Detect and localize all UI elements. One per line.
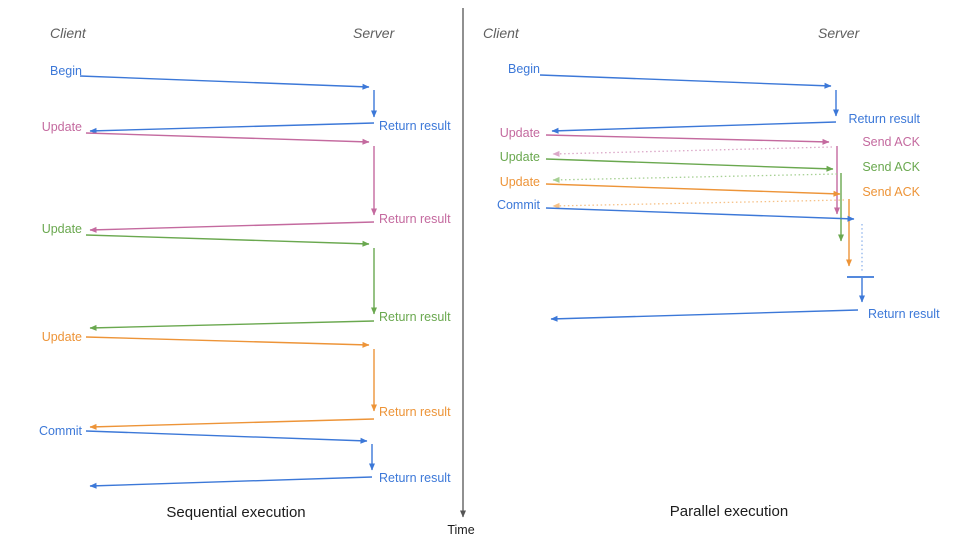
par-begin-return-arrow (551, 121, 837, 134)
seq-begin-request-arrow (79, 75, 370, 90)
par-begin-request-arrow (539, 74, 832, 89)
seq-begin-return-arrow (89, 122, 375, 134)
seq-begin-label: Begin (50, 64, 82, 78)
par-client-header: Client (483, 25, 519, 41)
seq-title: Sequential execution (166, 504, 306, 521)
par-commit-request-arrow (545, 207, 855, 222)
seq-server-header: Server (353, 25, 395, 41)
seq-update3-label: Update (41, 330, 82, 344)
seq-client-header: Client (50, 25, 86, 41)
par-update3-label: Update (499, 175, 540, 189)
par-commit-return-arrow (550, 309, 859, 322)
time-axis-label: Time (447, 523, 475, 537)
par-commit-label: Commit (496, 198, 540, 212)
seq-update3-request-arrow (85, 336, 370, 348)
seq-update2-request-arrow (85, 234, 370, 247)
par-server-header: Server (818, 25, 860, 41)
seq-commit-response-label: Return result (379, 471, 451, 485)
seq-update1-label: Update (41, 120, 82, 134)
par-begin-label: Begin (508, 62, 540, 76)
par-update2-label: Update (499, 150, 540, 164)
seq-commit-label: Commit (38, 424, 82, 438)
par-title: Parallel execution (669, 503, 789, 520)
seq-update2-return-arrow (89, 320, 375, 331)
seq-update1-request-arrow (85, 132, 370, 145)
par-update1-label: Update (499, 126, 540, 140)
seq-begin-response-label: Return result (379, 119, 451, 133)
par-commit-response-label: Return result (868, 307, 940, 321)
par-update1-response-label: Send ACK (862, 135, 920, 149)
par-update3-request-arrow (545, 183, 841, 197)
par-update3-ack-dotted-arrow (552, 199, 845, 209)
seq-update3-return-arrow (89, 418, 375, 430)
seq-update2-label: Update (41, 222, 82, 236)
seq-update3-response-label: Return result (379, 405, 451, 419)
par-update1-request-arrow (545, 134, 830, 145)
seq-update2-response-label: Return result (379, 310, 451, 324)
par-update1-ack-dotted-arrow (552, 146, 833, 157)
par-update2-request-arrow (545, 158, 834, 172)
seq-update1-return-arrow (89, 221, 375, 233)
par-update3-response-label: Send ACK (862, 185, 920, 199)
seq-update1-response-label: Return result (379, 212, 451, 226)
seq-commit-request-arrow (85, 430, 368, 444)
par-begin-response-label: Return result (848, 112, 920, 126)
par-update2-response-label: Send ACK (862, 160, 920, 174)
seq-commit-return-arrow (89, 476, 373, 489)
